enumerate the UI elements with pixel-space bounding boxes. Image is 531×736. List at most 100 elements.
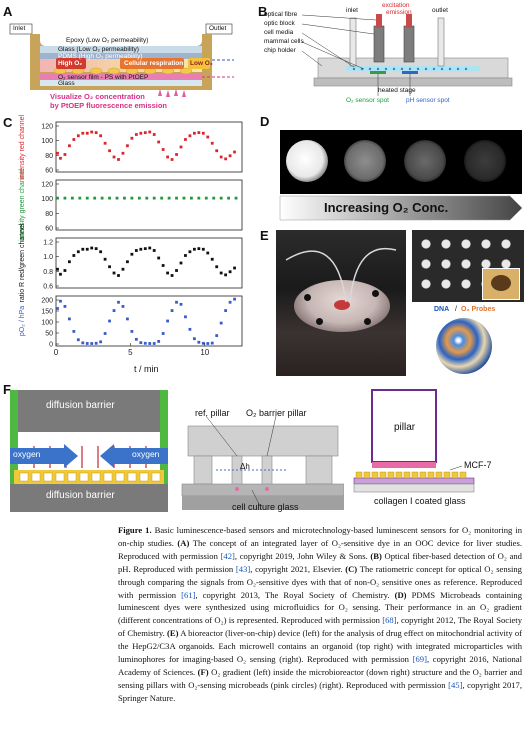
c-point-2-13	[112, 271, 116, 275]
organoid	[491, 275, 511, 291]
c-point-0-39	[228, 154, 232, 158]
c-point-3-6	[81, 341, 85, 345]
glass-top-label: Glass (Low O₂ permeability)	[58, 46, 139, 53]
c-point-0-3	[67, 144, 71, 148]
c-point-1-13	[152, 196, 156, 200]
e-legend-o2: O₂ Probes	[461, 306, 496, 313]
caption-intro: Basic luminescence-based sensors and mic…	[118, 525, 523, 548]
c-point-1-24	[234, 196, 238, 200]
caption-ref-69[interactable]: [69]	[412, 654, 427, 665]
c-point-2-14	[117, 274, 120, 277]
caption-f-text: O₂ gradient (left) inside the microbiore…	[118, 666, 522, 690]
c-point-3-33	[201, 341, 205, 345]
e-legend-sep: /	[453, 306, 459, 313]
c-point-0-11	[103, 141, 107, 145]
c-point-2-6	[81, 247, 85, 251]
c-point-3-22	[152, 342, 156, 345]
c-xtick-0: 0	[54, 348, 59, 357]
c-ytick-3-0: 200	[41, 298, 53, 305]
bead-image-3	[404, 140, 446, 182]
c-point-2-19	[139, 247, 143, 251]
panel-b: B	[254, 0, 531, 112]
panel-a: A	[0, 0, 240, 112]
c-point-2-8	[90, 246, 94, 250]
c-ytick-3-2: 100	[41, 320, 53, 327]
c-point-2-2	[63, 269, 67, 272]
c-point-2-28	[179, 261, 183, 265]
c-point-1-14	[160, 196, 164, 200]
f-cell-culture-glass: cell culture glass	[232, 502, 299, 512]
d-arrow	[279, 195, 523, 221]
c-point-2-39	[228, 270, 232, 274]
c-point-2-5	[76, 250, 80, 254]
microwell-photo	[412, 230, 524, 302]
c-point-0-36	[215, 149, 219, 153]
c-point-3-32	[197, 340, 201, 344]
caption-a-end: , copyright 2019, John Wiley & Sons.	[234, 550, 371, 561]
caption-ref-43[interactable]: [43]	[235, 563, 251, 574]
c-point-0-38	[224, 157, 228, 161]
bioreactor-center	[334, 300, 350, 310]
b-emission-label: emission	[386, 9, 412, 16]
c-point-3-29	[184, 315, 187, 319]
c-point-2-16	[126, 260, 129, 264]
c-point-3-14	[117, 300, 120, 304]
organoid-inset	[482, 268, 520, 300]
caption-e-label: (E)	[166, 628, 179, 639]
c-point-2-23	[157, 256, 161, 260]
f-diffusion-top: diffusion barrier	[46, 400, 115, 411]
c-point-3-28	[179, 302, 183, 306]
c-point-2-27	[175, 269, 178, 272]
c-point-0-8	[90, 130, 94, 134]
c-point-0-16	[126, 144, 129, 148]
panel-a-diagram	[9, 23, 234, 97]
f-pillar: pillar	[394, 422, 416, 433]
c-point-0-1	[59, 156, 62, 160]
c-point-2-25	[166, 271, 169, 275]
c-point-1-20	[204, 196, 208, 200]
bead-image-2	[344, 140, 386, 182]
caption-ref-61[interactable]: [61]	[181, 589, 196, 600]
c-point-3-38	[224, 309, 228, 312]
c-point-0-35	[210, 141, 214, 145]
caption-b-text: Optical fiber-based detection of O₂ and …	[118, 550, 522, 574]
b-inlet-label: inlet	[346, 7, 358, 14]
caption-ref-68[interactable]: [68]	[382, 615, 397, 626]
b-outlet-label: outlet	[432, 7, 448, 14]
caption-ref-45[interactable]: [45]	[448, 679, 463, 690]
caption-ref-42[interactable]: [42]	[220, 550, 235, 561]
panel-label-b: B	[258, 4, 268, 19]
c-point-1-10	[130, 196, 134, 200]
c-point-3-24	[161, 332, 165, 335]
c-point-3-17	[130, 330, 134, 333]
c-point-3-7	[85, 342, 89, 345]
c-point-2-40	[233, 266, 236, 270]
c-point-3-16	[126, 317, 129, 321]
c-ylabel-3: pO₂ / hPa	[19, 306, 26, 336]
bioreactor-tubes	[285, 247, 397, 303]
c-ytick-2-1: 1.0	[43, 254, 53, 261]
c-point-2-18	[134, 249, 138, 252]
inlet-label: Inlet	[13, 25, 26, 32]
c-point-2-7	[85, 247, 89, 251]
c-point-3-27	[175, 300, 178, 304]
c-point-2-38	[224, 273, 228, 277]
c-point-0-2	[63, 153, 67, 156]
c-subplot-frame-0	[55, 121, 243, 173]
c-point-3-10	[99, 340, 103, 344]
c-ylabel-0: intensity red channel	[19, 114, 26, 179]
c-point-2-26	[170, 274, 174, 277]
c-point-1-3	[78, 196, 82, 200]
c-point-3-11	[103, 332, 107, 335]
b-label-2: cell media	[264, 29, 294, 36]
c-point-0-19	[139, 131, 143, 135]
c-ytick-1-1: 100	[41, 196, 53, 203]
caption-b-end: , copyright 2021, Elsevier.	[250, 563, 346, 574]
dna-probe-photo: DNA / O₂ Probes	[412, 306, 524, 376]
c-ytick-0-3: 60	[45, 168, 53, 175]
c-ytick-0-1: 100	[41, 138, 53, 145]
c-point-2-32	[197, 247, 201, 251]
